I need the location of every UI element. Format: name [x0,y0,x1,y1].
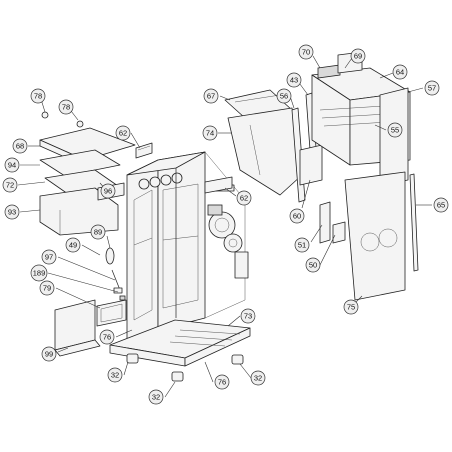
svg-text:62: 62 [240,194,248,203]
screws-78 [41,111,84,128]
back-plate [344,171,406,301]
base-plate [109,319,251,367]
stove-body-frame [126,151,246,346]
svg-text:60: 60 [293,212,301,221]
svg-text:32: 32 [254,374,262,383]
svg-text:56: 56 [280,92,288,101]
callout-55: 55 [387,122,403,138]
svg-text:189: 189 [33,269,46,278]
svg-text:55: 55 [391,126,399,135]
front-door-panel [54,299,101,357]
callout-68: 68 [12,138,28,154]
callout-73: 73 [240,308,256,324]
svg-text:70: 70 [302,48,310,57]
callout-97: 97 [41,249,57,265]
svg-text:72: 72 [6,181,14,190]
callout-75: 75 [343,299,359,315]
svg-text:65: 65 [437,201,445,210]
strip-65 [409,173,419,272]
callout-76-b: 76 [214,374,230,390]
callout-32-b: 32 [250,370,266,386]
callout-94: 94 [4,157,20,173]
callout-70: 70 [298,44,314,60]
callout-43: 43 [286,72,302,88]
callout-79: 79 [39,280,55,296]
svg-text:79: 79 [43,284,51,293]
svg-text:94: 94 [8,161,16,170]
svg-text:62: 62 [119,129,127,138]
plate-94 [39,149,121,177]
callout-67: 67 [203,88,219,104]
callout-78-b: 78 [58,99,74,115]
brackets-51-50 [319,201,346,244]
svg-text:69: 69 [354,52,362,61]
callout-72: 72 [2,177,18,193]
callout-96: 96 [100,183,116,199]
callout-62-a: 62 [115,125,131,141]
callout-32-a: 32 [107,367,123,383]
callout-49: 49 [65,237,81,253]
callout-65: 65 [433,197,449,213]
callout-56: 56 [276,88,292,104]
svg-text:43: 43 [290,76,298,85]
svg-text:96: 96 [104,187,112,196]
callout-78-a: 78 [30,88,46,104]
svg-text:32: 32 [152,393,160,402]
bracket-62-top [135,142,153,159]
callout-60: 60 [289,208,305,224]
svg-text:78: 78 [34,92,42,101]
callout-99: 99 [41,346,57,362]
svg-text:93: 93 [8,208,16,217]
svg-text:51: 51 [298,241,306,250]
svg-text:32: 32 [111,371,119,380]
svg-text:97: 97 [45,253,53,262]
callout-74: 74 [202,125,218,141]
callout-64: 64 [392,64,408,80]
svg-text:89: 89 [94,228,102,237]
tube-60 [299,144,323,186]
svg-text:50: 50 [309,261,317,270]
callout-57: 57 [424,80,440,96]
leader-lines [17,55,432,398]
callout-50: 50 [305,257,321,273]
bracket-62-right [204,176,233,194]
svg-text:76: 76 [103,333,111,342]
svg-text:75: 75 [347,303,355,312]
callout-189: 189 [30,264,48,282]
svg-text:68: 68 [16,142,24,151]
svg-text:76: 76 [218,378,226,387]
glass-window [96,299,127,327]
feet [126,353,244,382]
hopper-side-panel [227,107,303,196]
svg-text:74: 74 [206,129,214,138]
svg-text:78: 78 [62,103,70,112]
svg-text:73: 73 [244,312,252,321]
small-components [105,247,126,301]
svg-text:64: 64 [396,68,404,77]
callout-76-a: 76 [99,329,115,345]
callout-32-c: 32 [148,389,164,405]
callout-62-b: 62 [236,190,252,206]
callout-51: 51 [294,237,310,253]
svg-text:99: 99 [45,350,53,359]
svg-text:67: 67 [207,92,215,101]
svg-text:49: 49 [69,241,77,250]
callout-93: 93 [4,204,20,220]
svg-text:57: 57 [428,84,436,93]
callout-89: 89 [90,224,106,240]
callout-69: 69 [350,48,366,64]
